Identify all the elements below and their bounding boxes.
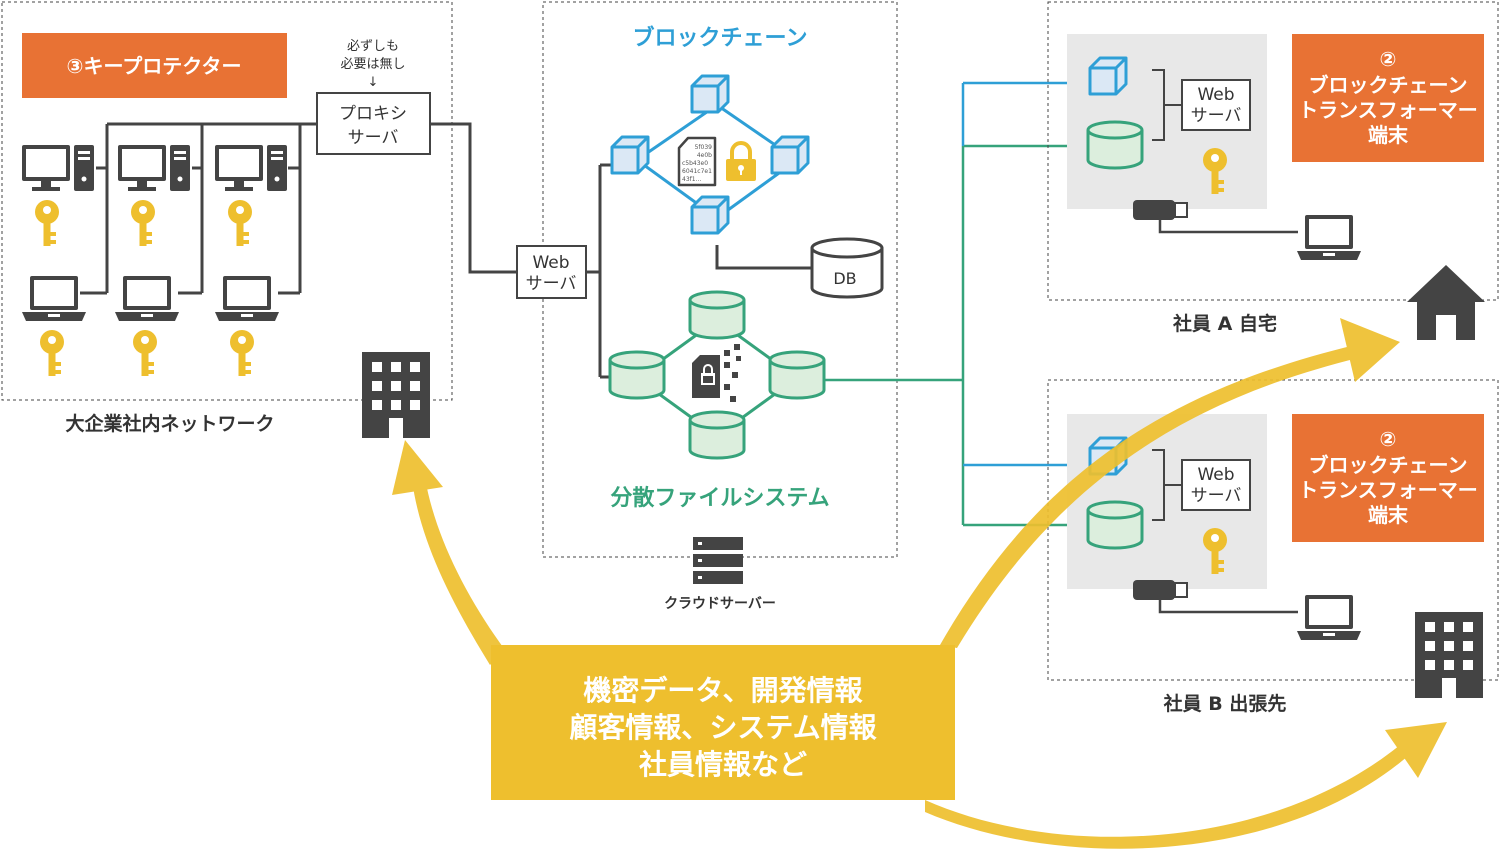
laptop-icon <box>22 276 86 321</box>
svg-text:43f1…: 43f1… <box>682 176 702 183</box>
data-box-line1: 機密データ、開発情報 <box>583 674 863 707</box>
data-flow-arrows <box>392 318 1447 849</box>
site-a-web-line2: サーバ <box>1191 106 1242 126</box>
svg-text:4e0b: 4e0b <box>697 152 712 159</box>
proxy-note-line1: 必ずしも <box>347 39 399 54</box>
storage-node-icon <box>688 290 746 340</box>
block-cube-icon <box>690 195 730 235</box>
laptop-icon <box>1297 215 1361 260</box>
db-label: DB <box>833 269 856 288</box>
usb-key-icon <box>1132 199 1188 221</box>
site-a-boundary <box>1047 1 1499 301</box>
key-icon <box>131 200 155 246</box>
svg-text:6041c7e1: 6041c7e1 <box>682 168 712 175</box>
site-b-web-line2: サーバ <box>1191 486 1242 506</box>
block-cube-icon <box>690 74 730 114</box>
bt-terminal-badge <box>1292 34 1484 162</box>
bracket <box>1152 449 1182 521</box>
key-icon <box>133 330 157 376</box>
cloud-wiring <box>586 163 812 379</box>
block-cube-icon <box>1088 56 1128 96</box>
desktop-icon <box>118 145 190 191</box>
arrow-head <box>1340 318 1400 382</box>
proxy-server-box <box>316 92 431 155</box>
site-b-web-server-box <box>1181 459 1251 511</box>
laptop-icon <box>115 276 179 321</box>
office-building-icon <box>362 352 430 438</box>
usb-key-icon <box>1132 579 1188 601</box>
key-protector-badge <box>22 33 287 98</box>
key-icon <box>230 330 254 376</box>
site-connections <box>825 81 1088 527</box>
cloud-server: ブロックチェーン 5f039 4e0b c5b43e0 6041c7e1 43f… <box>516 1 898 612</box>
storage-node-icon <box>608 350 666 400</box>
site-a-label: 社員 A 自宅 <box>1172 312 1277 335</box>
cloud-web-line2: サーバ <box>526 274 577 294</box>
laptop-icon <box>215 276 279 321</box>
desktop-icon <box>215 145 287 191</box>
bt-terminal-badge <box>1292 414 1484 542</box>
storage-node-icon <box>1086 120 1144 170</box>
badge-number: ② <box>1380 427 1397 451</box>
site-b-web-line1: Web <box>1197 465 1234 485</box>
cloud-web-line1: Web <box>532 253 569 273</box>
corporate-network: ③キープロテクター 必ずしも 必要は無し ↓ プロキシ サーバ 大企業社内ネット… <box>1 1 517 438</box>
data-box-line2: 顧客情報、システム情報 <box>569 711 877 744</box>
cloud-web-server-box <box>516 245 587 299</box>
server-rack-icon <box>693 537 743 584</box>
proxy-note-line2: 必要は無し <box>340 57 405 72</box>
fragmented-file-lock-icon <box>692 344 741 402</box>
svg-text:c5b43e0: c5b43e0 <box>682 160 708 167</box>
badge-number: ② <box>1380 47 1397 71</box>
site-a-web-line1: Web <box>1197 85 1234 105</box>
badge-line2: トランスフォーマー <box>1298 478 1478 502</box>
block-cube-icon <box>610 135 650 175</box>
badge-line3: 端末 <box>1368 503 1409 527</box>
site-a: Web サーバ ② ブロックチェーン トランスフォーマー 端末 社員 A 自宅 <box>1047 1 1499 340</box>
badge-line3: 端末 <box>1368 123 1409 147</box>
key-icon <box>228 200 252 246</box>
key-icon <box>35 200 59 246</box>
proxy-line2: サーバ <box>348 128 399 148</box>
key-icon <box>40 330 64 376</box>
lock-icon <box>726 141 756 181</box>
office-building-icon <box>1415 612 1483 698</box>
arrow-to-corporate <box>412 478 505 665</box>
badge-line2: トランスフォーマー <box>1298 98 1478 122</box>
storage-node-icon <box>1086 500 1144 550</box>
proxy-line1: プロキシ <box>339 104 407 124</box>
storage-node-icon <box>768 350 826 400</box>
block-cube-icon <box>770 135 810 175</box>
confidential-data-box: 機密データ、開発情報 顧客情報、システム情報 社員情報など <box>491 645 955 800</box>
data-box-line3: 社員情報など <box>639 748 807 781</box>
svg-text:5f039: 5f039 <box>695 144 713 151</box>
arrow-head <box>1385 722 1447 778</box>
proxy-note-arrow: ↓ <box>368 75 379 90</box>
dfs-title: 分散ファイルシステム <box>610 486 829 511</box>
site-b: Web サーバ ② ブロックチェーン トランスフォーマー 端末 社員 B 出張先 <box>1047 379 1499 715</box>
storage-node-icon <box>688 410 746 460</box>
key-protector-title: ③キープロテクター <box>67 54 242 78</box>
cloud-server-label: クラウドサーバー <box>664 596 776 612</box>
hash-document-icon: 5f039 4e0b c5b43e0 6041c7e1 43f1… <box>677 136 717 187</box>
badge-line1: ブロックチェーン <box>1309 73 1468 97</box>
corporate-network-label: 大企業社内ネットワーク <box>65 412 274 435</box>
corporate-wiring <box>80 122 517 295</box>
home-icon <box>1407 265 1485 340</box>
arrow-to-site-b <box>925 745 1408 849</box>
site-b-label: 社員 B 出張先 <box>1163 692 1287 715</box>
badge-line1: ブロックチェーン <box>1309 453 1468 477</box>
corporate-network-boundary <box>1 1 453 401</box>
desktop-icon <box>22 145 94 191</box>
database-icon: DB <box>810 237 884 299</box>
site-a-web-server-box <box>1181 79 1251 131</box>
arrow-head <box>392 440 443 495</box>
laptop-icon <box>1297 595 1361 640</box>
bracket <box>1152 69 1182 141</box>
blockchain-title: ブロックチェーン <box>633 25 808 51</box>
